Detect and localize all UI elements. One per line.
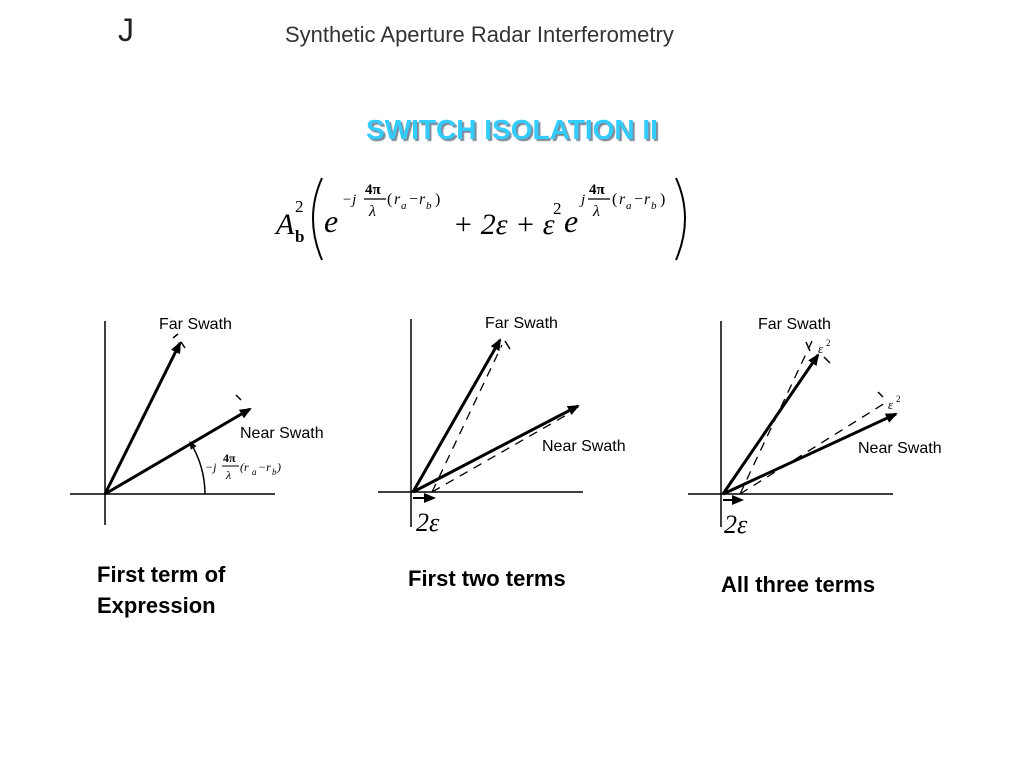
- eq-exp2-open: (: [612, 191, 617, 208]
- caption-first-term-line2: Expression: [97, 593, 216, 618]
- eq-exp1-ra-sub: a: [401, 200, 407, 212]
- d1-angle-den: λ: [225, 468, 231, 482]
- d1-far-swath-label: Far Swath: [159, 316, 232, 333]
- phasor-diagram-all-three-terms: Far Swath Near Swath ε 2 ε 2 2ε: [688, 316, 942, 535]
- d1-far-swath-vector: [103, 341, 182, 495]
- eq-exp2-rb-sub: b: [651, 200, 657, 212]
- d3-far-tick: [805, 341, 831, 364]
- eq-exp2-close: ): [660, 191, 665, 208]
- d1-near-tick: [235, 394, 242, 401]
- eq-exp1-rb: r: [419, 191, 426, 208]
- d3-eps-near-sup: 2: [896, 394, 901, 404]
- d1-angle-open: (r: [240, 460, 249, 474]
- d3-near-dashed: [739, 402, 886, 495]
- eq-exp2-ra: r: [619, 191, 626, 208]
- eq-exp1-num: 4π: [365, 182, 382, 198]
- d3-far-swath-label: Far Swath: [758, 316, 831, 333]
- d2-far-tick: [504, 340, 511, 350]
- d1-near-swath-label: Near Swath: [240, 425, 324, 442]
- caption-first-term: First term of Expression: [97, 559, 225, 621]
- d3-near-tick: [877, 391, 884, 398]
- caption-all-three-terms: All three terms: [721, 572, 876, 597]
- phasor-diagram-first-two-terms: Far Swath Near Swath 2ε: [378, 315, 626, 535]
- d3-eps-far-sup: 2: [826, 338, 831, 348]
- eq-exp2-minus: −: [634, 191, 643, 208]
- d2-near-swath-label: Near Swath: [542, 438, 626, 455]
- eq-amplitude-sup: 2: [295, 197, 304, 216]
- eq-exp1-minus: −: [409, 191, 418, 208]
- d2-offset-label: 2ε: [416, 508, 440, 535]
- d3-near-swath-label: Near Swath: [858, 440, 942, 457]
- d3-offset-label: 2ε: [724, 510, 748, 535]
- d1-angle-num: 4π: [223, 451, 236, 465]
- d2-far-swath-vector: [411, 338, 502, 493]
- d1-angle-ra-sub: a: [252, 467, 257, 477]
- d1-angle-prefix: −j: [205, 460, 217, 474]
- eq-eps-sup: 2: [553, 199, 562, 218]
- slide-title: SWITCH ISOLATION II: [366, 114, 658, 145]
- d3-far-dashed: [739, 338, 814, 495]
- eq-exp1-base: e: [324, 203, 338, 239]
- d1-angle-rb-sub: b: [272, 467, 277, 477]
- eq-middle-terms: + 2ε + ε: [453, 208, 555, 241]
- eq-exp1-den: λ: [368, 203, 376, 220]
- d2-near-swath-vector: [412, 404, 580, 494]
- eq-amplitude: A: [274, 208, 295, 241]
- d2-near-dashed: [431, 412, 571, 493]
- d3-eps-far: ε: [818, 341, 824, 356]
- caption-first-two-terms: First two terms: [408, 566, 566, 591]
- d1-angle-arc: [189, 441, 206, 495]
- eq-left-paren: [312, 177, 323, 261]
- d1-near-swath-vector: [104, 407, 252, 496]
- d3-eps-near: ε: [888, 397, 894, 412]
- d3-far-swath-vector: [721, 353, 820, 495]
- d1-far-tick: [172, 333, 186, 349]
- eq-exp1-close: ): [435, 191, 440, 208]
- eq-right-paren: [675, 177, 686, 261]
- eq-amplitude-sub: b: [295, 227, 304, 246]
- eq-exp2-den: λ: [592, 203, 600, 220]
- eq-exp2-num: 4π: [589, 182, 606, 198]
- d2-far-swath-label: Far Swath: [485, 315, 558, 332]
- phasor-diagram-first-term: Far Swath Near Swath −j 4π λ (r a −r b ): [70, 316, 324, 525]
- d1-angle-close: ): [276, 460, 281, 474]
- header-title: Synthetic Aperture Radar Interferometry: [285, 22, 674, 47]
- eq-exp2-base: e: [564, 203, 578, 239]
- d1-angle-minus: −r: [258, 460, 271, 474]
- d2-far-dashed: [431, 344, 503, 493]
- eq-exp2-rb: r: [644, 191, 651, 208]
- header-mark: J: [118, 12, 134, 48]
- caption-first-term-line1: First term of: [97, 562, 226, 587]
- eq-exp1-ra: r: [394, 191, 401, 208]
- switch-isolation-equation: A 2 b e −j 4π λ ( r a − r b ) + 2ε + ε 2…: [274, 177, 686, 261]
- eq-exp1-open: (: [387, 191, 392, 208]
- eq-exp1-prefix: −j: [342, 192, 356, 208]
- eq-exp1-rb-sub: b: [426, 200, 432, 212]
- d3-near-swath-vector: [722, 412, 898, 496]
- eq-exp2-prefix: j: [579, 192, 585, 208]
- eq-exp2-ra-sub: a: [626, 200, 632, 212]
